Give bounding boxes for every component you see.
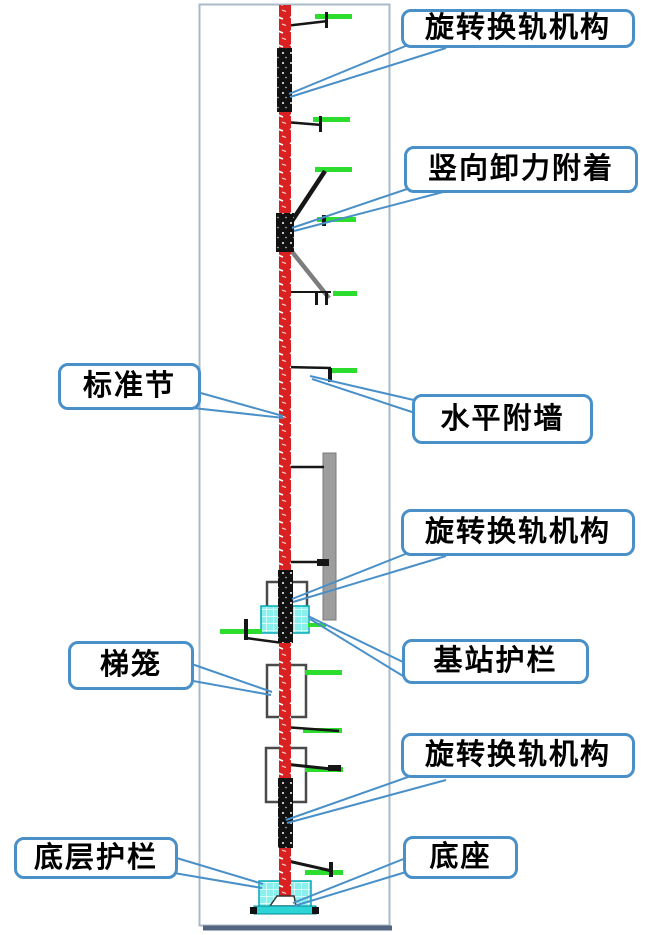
callout-standard-section: 标准节 <box>58 363 201 410</box>
drawing-frame <box>198 3 392 931</box>
mast-standard-sections <box>279 5 291 902</box>
callout-label: 竖向卸力附着 <box>427 153 614 185</box>
callout-rotary-rail-mechanism-bottom: 旋转换轨机构 <box>401 733 635 778</box>
callout-base-station-guardrail: 基站护栏 <box>402 639 589 684</box>
callout-label: 底座 <box>429 841 492 873</box>
callout-label: 标准节 <box>82 370 176 402</box>
callout-rotary-rail-mechanism-top: 旋转换轨机构 <box>401 9 635 48</box>
load-relief-bracket <box>276 213 294 252</box>
rotary-mechanism-top-segment <box>277 48 292 112</box>
callout-label: 旋转换轨机构 <box>424 739 611 771</box>
rotary-mechanism-middle-segment <box>278 570 293 643</box>
callout-label: 旋转换轨机构 <box>424 12 611 44</box>
callout-bottom-level-guardrail: 底层护栏 <box>14 837 178 879</box>
callout-rotary-rail-mechanism-middle: 旋转换轨机构 <box>401 509 635 556</box>
callout-label: 旋转换轨机构 <box>424 516 611 548</box>
callout-label: 水平附墙 <box>440 402 565 435</box>
callout-label: 梯笼 <box>99 649 162 681</box>
callout-leader-lines <box>169 44 448 907</box>
rotary-mechanism-bottom-segment <box>278 778 293 848</box>
base-pedestal <box>250 895 319 915</box>
callout-base: 底座 <box>403 836 518 879</box>
callout-vertical-load-relief-tie: 竖向卸力附着 <box>404 146 638 193</box>
guide-rail-gray <box>322 452 337 621</box>
callout-ladder-cage: 梯笼 <box>68 641 194 690</box>
attachment-struts <box>244 12 342 877</box>
callout-label: 底层护栏 <box>33 841 158 874</box>
callout-horizontal-wall-tie: 水平附墙 <box>412 394 593 444</box>
rotary-rail-mechanism-segments <box>277 48 293 848</box>
callout-label: 基站护栏 <box>433 645 558 677</box>
